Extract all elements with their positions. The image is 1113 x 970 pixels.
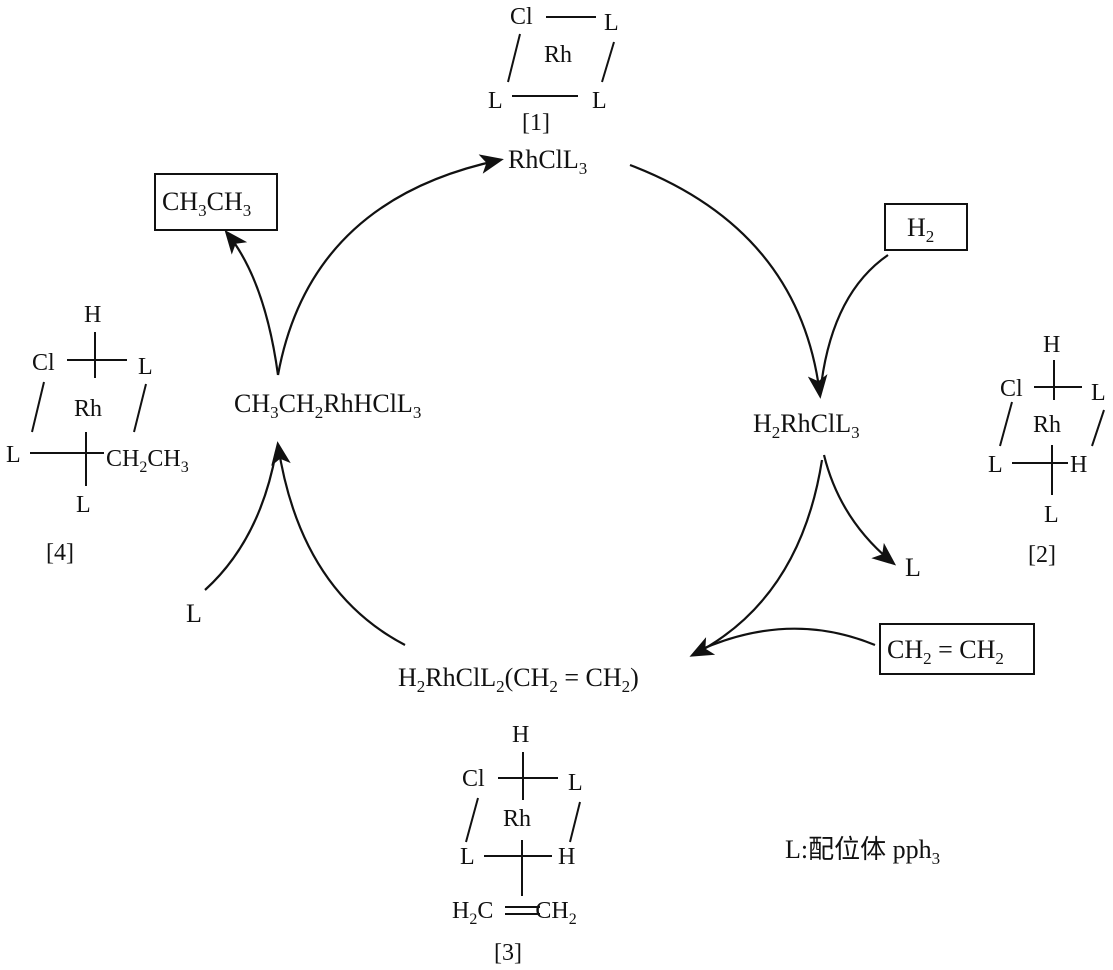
- s3-h-right: H: [558, 844, 575, 870]
- s3-cl: Cl: [462, 766, 485, 792]
- s2-h-top: H: [1043, 332, 1060, 358]
- s4-ethyl-ligand: CH2CH3: [106, 446, 189, 476]
- s2-l-bottom: L: [1044, 502, 1059, 528]
- arrow-ligand-in: [204, 451, 278, 591]
- s4-rh: Rh: [74, 396, 102, 422]
- box-ethane: [154, 173, 278, 231]
- s1-rh: Rh: [544, 42, 572, 68]
- s4-l-left: L: [6, 442, 21, 468]
- s2-l-left: L: [988, 452, 1003, 478]
- s1-bond-right: [601, 41, 615, 83]
- arc-rhcll3-to-h2rhcll3: [629, 163, 828, 399]
- s2-label: [2]: [1028, 542, 1056, 568]
- arc-ethene-complex-to-ethyl: [271, 441, 406, 646]
- box-ethene: [879, 623, 1035, 675]
- s1-l-top-right: L: [604, 10, 619, 36]
- species-ethyl-complex: CH3CH2RhHClL3: [234, 389, 421, 422]
- s3-label: [3]: [494, 940, 522, 966]
- s1-l-bottom-right: L: [592, 88, 607, 114]
- species-h2rhcll2-ethene: H2RhClL2(CH2 = CH2): [398, 663, 639, 696]
- s4-bond-left: [31, 381, 45, 433]
- structure-2: H Cl L Rh L H L [2]: [988, 332, 1106, 568]
- s1-l-bottom-left: L: [488, 88, 503, 114]
- s3-l-right: L: [568, 770, 583, 796]
- arrow-h2-in: [818, 254, 889, 396]
- arrow-ethane-out: [224, 229, 280, 376]
- s1-cl: Cl: [510, 4, 533, 30]
- s4-bond-right: [133, 383, 147, 433]
- species-h2rhcll3: H2RhClL3: [753, 409, 860, 442]
- s2-bond-right: [1091, 409, 1105, 447]
- s4-l-right: L: [138, 354, 153, 380]
- s4-label: [4]: [46, 540, 74, 566]
- s1-bond-left: [507, 33, 521, 83]
- s3-bond-right: [569, 801, 581, 843]
- species-rhcll3: RhClL3: [508, 145, 587, 178]
- s2-rh: Rh: [1033, 412, 1061, 438]
- product-ethane: CH3CH3: [162, 187, 251, 220]
- s3-h-top: H: [512, 722, 529, 748]
- structure-4: H Cl L Rh L CH2CH3 L [4]: [6, 302, 189, 566]
- reagent-h2: H2: [907, 213, 934, 246]
- s2-l-right: L: [1091, 380, 1106, 406]
- arrow-ethene-in: [699, 627, 876, 652]
- s4-cl: Cl: [32, 350, 55, 376]
- s3-l-left: L: [460, 844, 475, 870]
- s4-l-bottom: L: [76, 492, 91, 518]
- s1-label: [1]: [522, 110, 550, 136]
- s2-bond-left: [999, 401, 1013, 447]
- s2-cl: Cl: [1000, 376, 1023, 402]
- arc-ethyl-to-rhcll3: [276, 154, 504, 376]
- s3-bond-left: [465, 797, 479, 843]
- ligand-out-label: L: [905, 553, 921, 582]
- arc-h2rhcll3-to-ethene-complex: [689, 459, 824, 657]
- s4-h-top: H: [84, 302, 101, 328]
- arrow-ligand-out: [822, 454, 897, 566]
- s3-rh: Rh: [503, 806, 531, 832]
- ligand-in-label: L: [186, 599, 202, 628]
- box-h2: [884, 203, 968, 251]
- structure-1: Cl L Rh L L [1]: [488, 4, 619, 136]
- legend-ligand-definition: L:配位体 pph3: [785, 835, 940, 868]
- s2-h-right: H: [1070, 452, 1087, 478]
- reagent-ethene: CH2 = CH2: [887, 635, 1004, 668]
